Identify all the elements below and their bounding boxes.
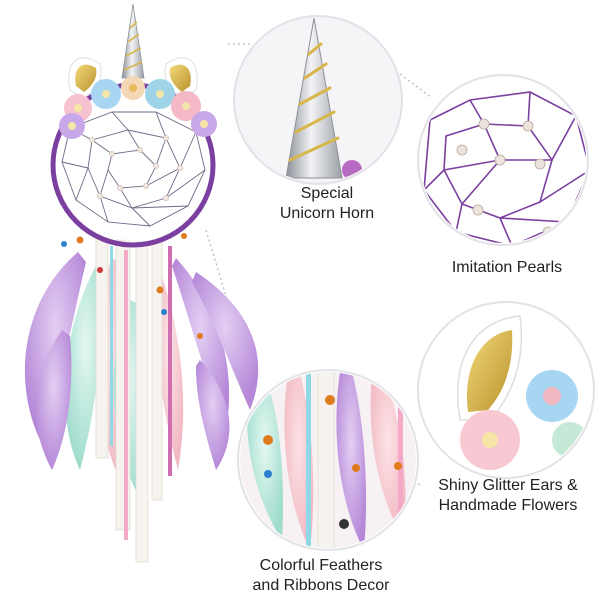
feather-icon (246, 380, 284, 540)
caption-imitation-pearls: Imitation Pearls (437, 258, 577, 278)
caption-line: Colorful Feathers (259, 557, 383, 574)
feather-icon (35, 330, 72, 470)
caption-line: Handmade Flowers (438, 497, 578, 514)
caption-line: Unicorn Horn (279, 205, 375, 222)
feather-icon (192, 272, 259, 410)
feather-icon (370, 376, 406, 540)
callout-horn (233, 15, 403, 185)
caption-glitter-ears: Shiny Glitter Ears & Handmade Flowers (418, 476, 598, 516)
caption-line: Imitation Pearls (451, 259, 563, 276)
lace-ribbons (95, 237, 172, 563)
beads (263, 395, 402, 529)
callout-ears (417, 301, 595, 479)
caption-line: and Ribbons Decor (252, 577, 390, 594)
callout-feathers (237, 369, 419, 551)
feather-icon (336, 372, 367, 548)
caption-feathers-ribbons: Colorful Feathers and Ribbons Decor (236, 556, 406, 596)
unicorn-horn-icon (121, 3, 145, 79)
feather-icon (196, 360, 230, 470)
dreamcatcher (24, 3, 259, 563)
callout-pearls (417, 74, 589, 246)
flower-icon (59, 76, 217, 139)
caption-line: Special (300, 185, 354, 202)
pearl-icon (89, 135, 183, 201)
beads (61, 233, 203, 339)
caption-line: Shiny Glitter Ears & (438, 477, 578, 494)
pearl-icon (456, 118, 554, 238)
caption-unicorn-horn: Special Unicorn Horn (262, 184, 392, 224)
